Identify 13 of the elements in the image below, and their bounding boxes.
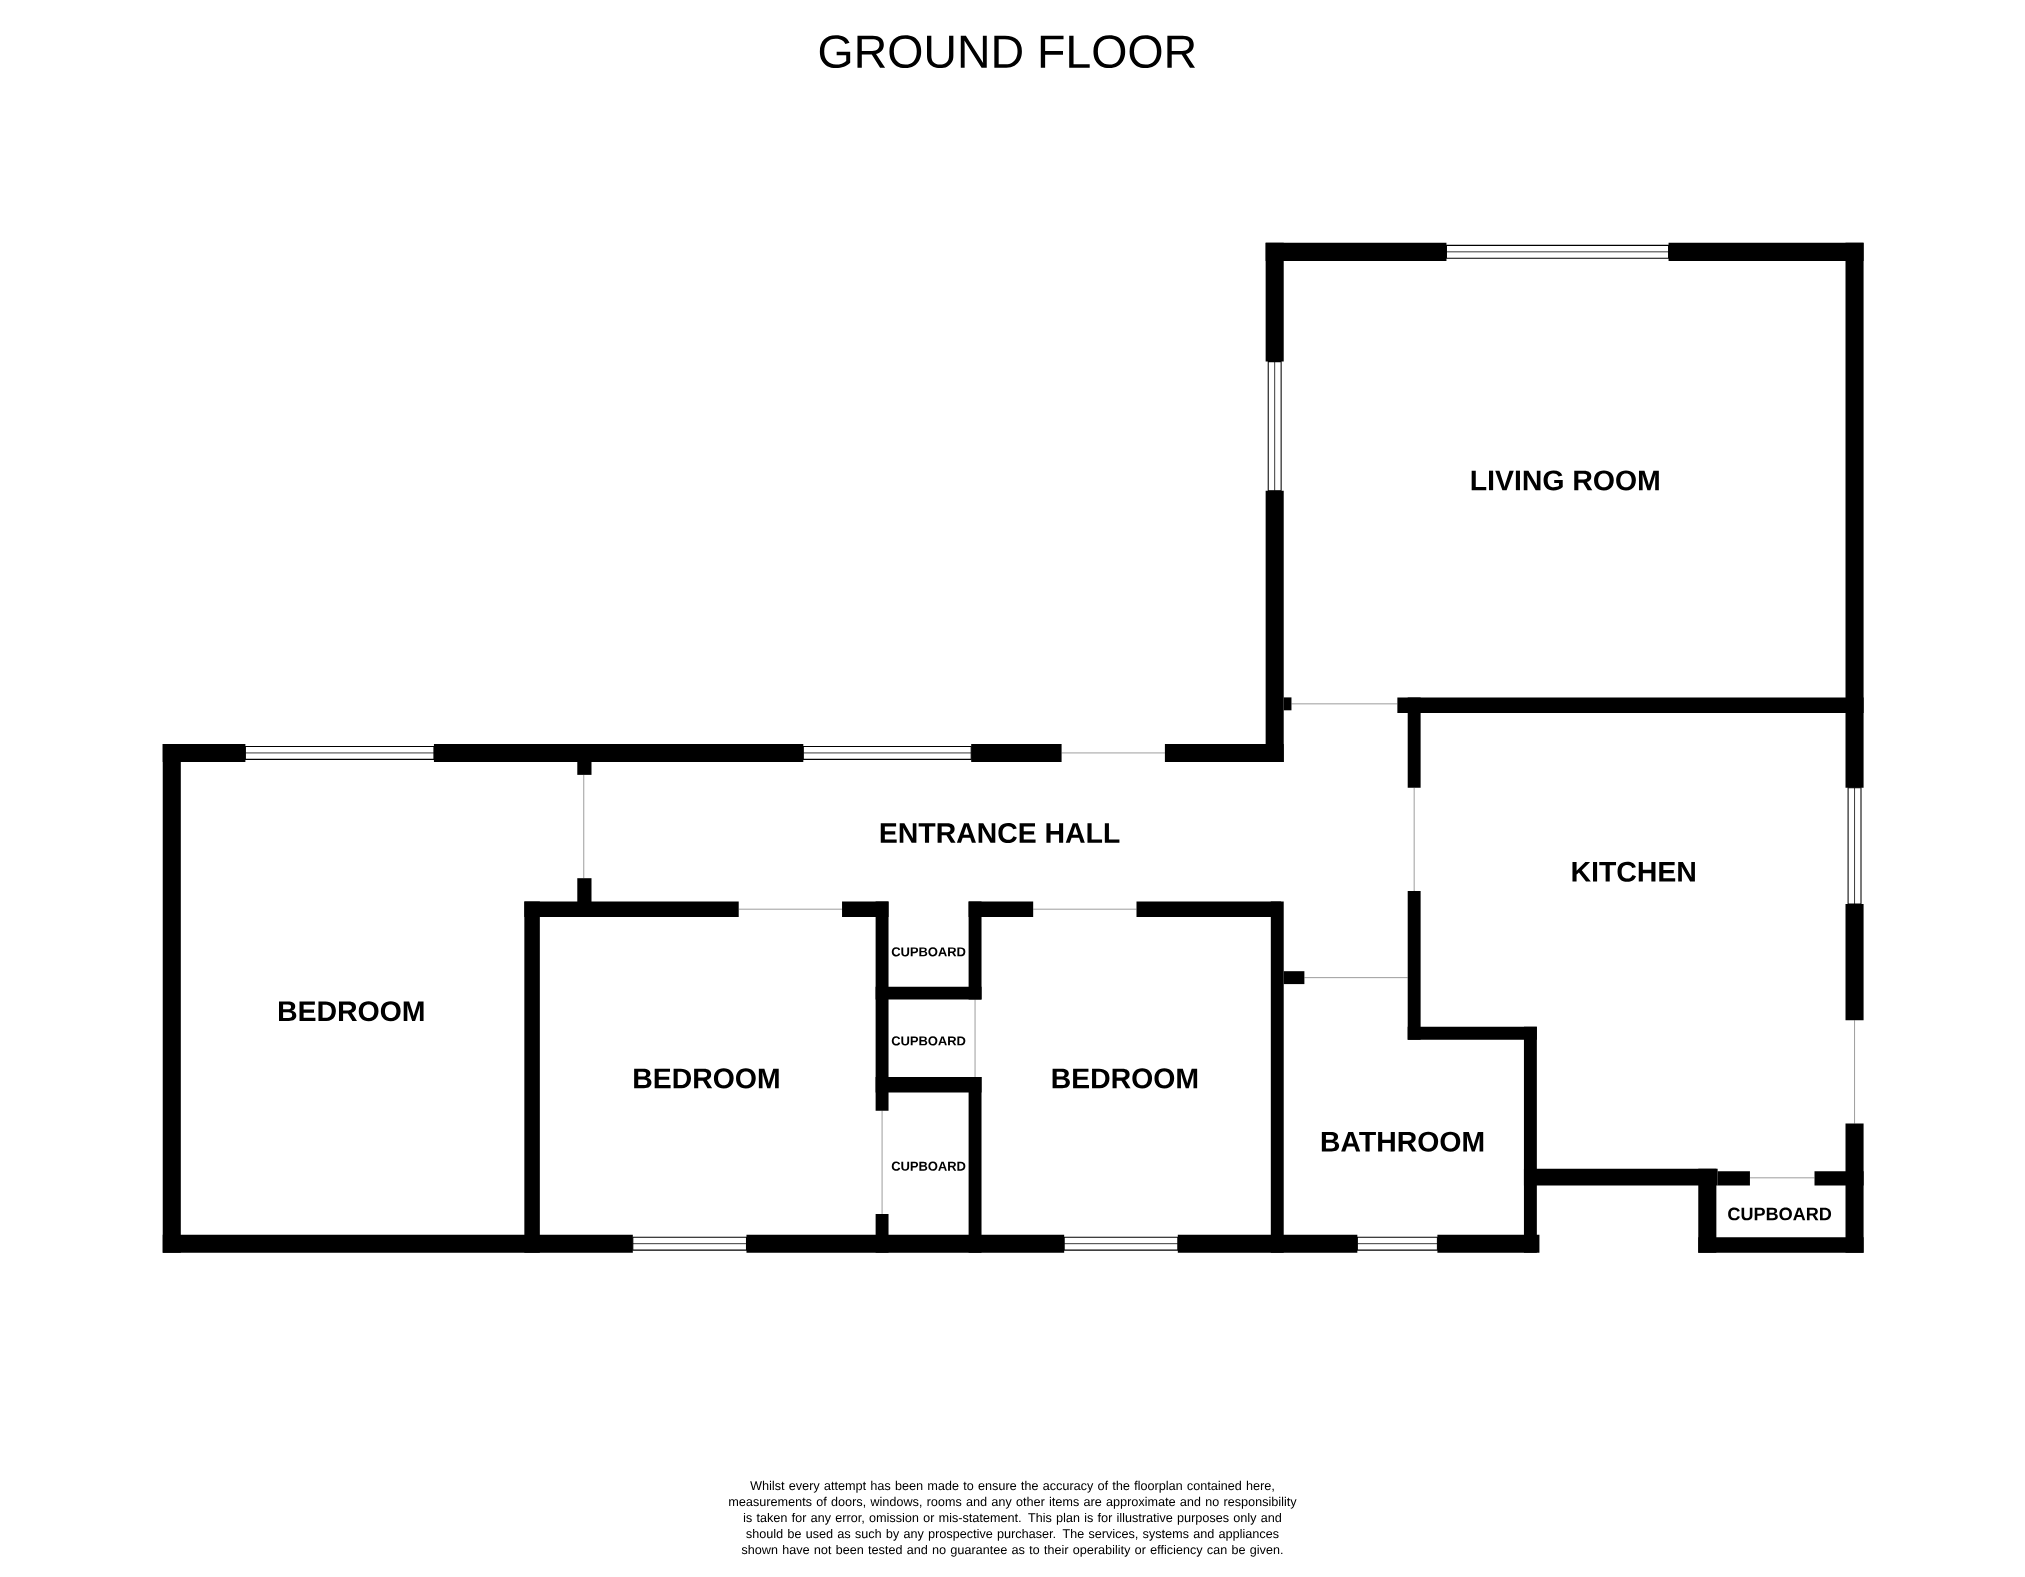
room-label: BEDROOM (1052, 1068, 1198, 1089)
disclaimer: Whilst every attempt has been made to ensure the accuracy of the floorplan contained here, measurements of doors, windows, rooms and any other items are approximate and no responsibility is taken for any error, omission or mis-statement. This plan is for illustrative purposes only and should be used as such by any prospective purchaser. The services, systems and appliances shown have not been tested and no guarantee as to their operability or efficiency can be given. (729, 1480, 1297, 1557)
room-label: BATHROOM (1321, 1131, 1484, 1152)
room-label: BEDROOM (279, 1001, 424, 1022)
room-label: CUPBOARD (1728, 1207, 1832, 1221)
room-label: LIVING ROOM (1471, 470, 1659, 491)
room-label: KITCHEN (1572, 861, 1695, 882)
room-label: CUPBOARD (891, 1036, 966, 1046)
title: GROUND FLOOR (819, 35, 1195, 69)
room-label: BEDROOM (634, 1068, 779, 1089)
room-label: CUPBOARD (891, 947, 966, 957)
room-label: CUPBOARD (891, 1161, 966, 1171)
room-label: ENTRANCE HALL (880, 823, 1120, 844)
